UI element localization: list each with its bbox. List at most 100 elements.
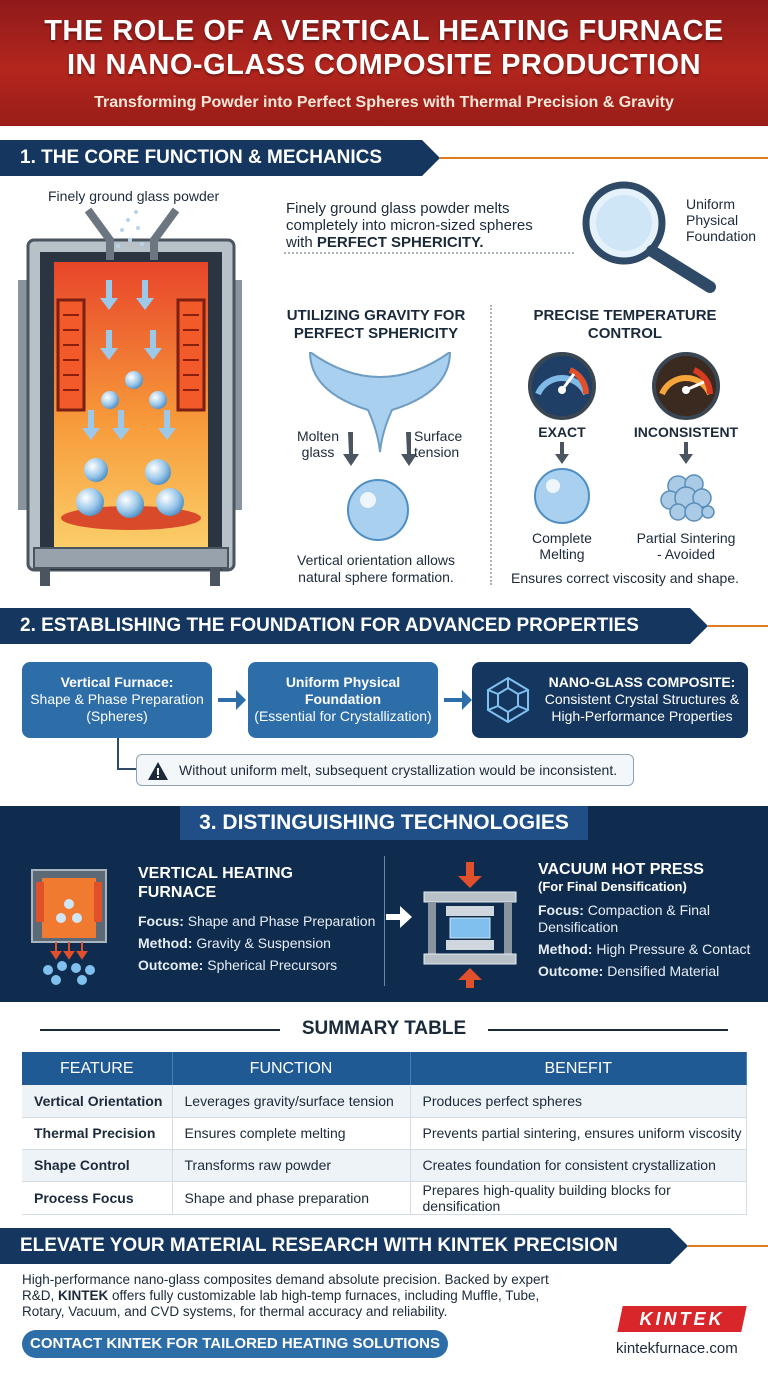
magnifier-icon [582, 181, 716, 293]
complete-line-2: Melting [539, 546, 585, 562]
section1-rule [440, 157, 768, 159]
box2-line-3: (Essential for Crystallization) [254, 708, 432, 724]
footer-rule [688, 1245, 768, 1247]
right-tech-details: Focus: Compaction & Final Densification … [538, 902, 758, 980]
left-outcome-value: Spherical Precursors [207, 957, 338, 973]
box3-title: NANO-GLASS COMPOSITE: [548, 674, 736, 690]
intro-line-3-prefix: with [286, 234, 313, 251]
footer-body-line-3: Rotary, Vacuum, and CVD systems, for the… [22, 1304, 448, 1319]
flow-arrow-1-icon [218, 690, 246, 710]
sintered-cluster-icon [660, 474, 715, 522]
foundation-label-line-3: Foundation [686, 228, 757, 244]
footer-body-brand: KINTEK [58, 1288, 109, 1303]
table-row: Thermal Precision Ensures complete melti… [22, 1117, 747, 1150]
page-title: THE ROLE OF A VERTICAL HEATING FURNACE I… [0, 14, 768, 82]
exact-label: EXACT [538, 424, 586, 440]
title-line-1: THE ROLE OF A VERTICAL HEATING FURNACE [44, 15, 724, 47]
contact-cta-button[interactable]: CONTACT KINTEK FOR TAILORED HEATING SOLU… [22, 1330, 448, 1358]
right-method: Method: High Pressure & Contact [538, 941, 758, 958]
right-focus-label: Focus: [538, 902, 584, 918]
hot-press-icon [423, 862, 517, 988]
intro-line-1: Finely ground glass powder melts [286, 200, 510, 217]
table-cell: Transforms raw powder [172, 1149, 411, 1182]
partial-sintering-label: Partial Sintering - Avoided [624, 530, 748, 562]
footer-body: High-performance nano-glass composites d… [22, 1272, 582, 1320]
exact-arrow-icon [555, 442, 569, 464]
table-cell: Ensures complete melting [172, 1117, 411, 1150]
right-method-label: Method: [538, 941, 593, 957]
table-cell: Creates foundation for consistent crysta… [410, 1149, 747, 1182]
right-focus-value-line-1: Compaction & Final [587, 902, 710, 918]
summary-title: SUMMARY TABLE [301, 1018, 467, 1039]
temperature-heading: PRECISE TEMPERATURE CONTROL [508, 307, 742, 343]
website-link[interactable]: kintekfurnace.com [616, 1340, 738, 1357]
temperature-caption: Ensures correct viscosity and shape. [511, 570, 739, 586]
section2-rule [708, 625, 768, 627]
gravity-caption-line-1: Vertical orientation allows [297, 552, 455, 568]
table-header-row: FEATURE FUNCTION BENEFIT [22, 1052, 747, 1085]
right-tech-title: VACUUM HOT PRESS [538, 861, 704, 878]
summary-rule-left [40, 1029, 280, 1031]
inconsistent-arrow-icon [679, 442, 693, 464]
box1-line-2: Shape & Phase Preparation [30, 691, 204, 707]
right-tech-subtitle: (For Final Densification) [538, 879, 687, 894]
section1-banner: 1. THE CORE FUNCTION & MECHANICS [0, 140, 440, 176]
table-cell: Thermal Precision [22, 1117, 173, 1150]
partial-line-2: - Avoided [656, 546, 716, 562]
right-focus: Focus: Compaction & Final [538, 902, 758, 919]
summary-table: FEATURE FUNCTION BENEFIT Vertical Orient… [22, 1052, 747, 1215]
vertical-furnace-illustration [18, 207, 242, 586]
molten-glass-label: Molten glass [288, 428, 348, 460]
foundation-label-line-2: Physical [686, 212, 739, 228]
crystal-lattice-icon [487, 676, 529, 724]
footer-body-line-2-a: R&D, [22, 1288, 55, 1303]
left-method-value: Gravity & Suspension [196, 935, 331, 951]
page-subtitle: Transforming Powder into Perfect Spheres… [94, 94, 674, 111]
intro-line-3: with PERFECT SPHERICITY. [286, 234, 533, 251]
table-header-cell: BENEFIT [410, 1052, 747, 1085]
intro-line-3-bold: PERFECT SPHERICITY. [316, 234, 484, 251]
warning-callout: Without uniform melt, subsequent crystal… [136, 754, 634, 786]
kintek-logo: KINTEK [617, 1306, 747, 1332]
mini-furnace-icon [31, 869, 107, 985]
kintek-logo-text: KINTEK [639, 1309, 725, 1329]
right-outcome-value: Densified Material [607, 963, 720, 979]
foundation-label-line-1: Uniform [686, 196, 736, 212]
surface-tension-label: Surface tension [414, 428, 462, 460]
flow-box-vertical-furnace: Vertical Furnace: Shape & Phase Preparat… [22, 662, 212, 738]
table-header-cell: FUNCTION [172, 1052, 411, 1085]
intro-line-2: completely into micron-sized spheres [286, 217, 533, 234]
table-cell: Process Focus [22, 1181, 173, 1215]
temperature-heading-line-2: CONTROL [587, 325, 663, 342]
header-banner: THE ROLE OF A VERTICAL HEATING FURNACE I… [0, 0, 768, 126]
summary-rule-right [488, 1029, 728, 1031]
table-cell: Produces perfect spheres [410, 1085, 747, 1118]
intro-text: Finely ground glass powder melts complet… [286, 200, 533, 251]
table-header-cell: FEATURE [22, 1052, 173, 1085]
left-focus-value: Shape and Phase Preparation [187, 913, 376, 929]
surface-line-2: tension [414, 444, 460, 460]
flow-arrow-2-icon [444, 690, 472, 710]
right-focus-value-line-2: Densification [538, 919, 619, 935]
left-outcome-label: Outcome: [138, 957, 204, 973]
footer-body-line-2-b: offers fully customizable lab high-temp … [112, 1288, 540, 1303]
left-outcome: Outcome: Spherical Precursors [138, 954, 375, 976]
table-cell: Prevents partial sintering, ensures unif… [410, 1117, 747, 1150]
box2-title-line-2: Foundation [304, 691, 382, 707]
left-tech-title-line-2: FURNACE [138, 884, 217, 901]
box3-line-3: High-Performance Properties [551, 708, 733, 724]
flow-box-uniform-foundation: Uniform Physical Foundation (Essential f… [248, 662, 438, 738]
left-method: Method: Gravity & Suspension [138, 932, 375, 954]
left-tech-details: Focus: Shape and Phase Preparation Metho… [138, 910, 375, 976]
exact-gauge-icon [528, 352, 596, 420]
comparison-arrow-icon [386, 906, 412, 928]
gravity-heading: UTILIZING GRAVITY FOR PERFECT SPHERICITY [282, 307, 470, 343]
flow-box-nano-composite: NANO-GLASS COMPOSITE: Consistent Crystal… [472, 662, 748, 738]
left-focus-label: Focus: [138, 913, 184, 929]
complete-sphere-icon [534, 468, 590, 524]
temperature-heading-line-1: PRECISE TEMPERATURE [533, 307, 717, 324]
table-cell: Vertical Orientation [22, 1085, 173, 1118]
table-row: Process Focus Shape and phase preparatio… [22, 1181, 747, 1215]
left-tech-title: VERTICAL HEATING FURNACE [138, 864, 293, 902]
